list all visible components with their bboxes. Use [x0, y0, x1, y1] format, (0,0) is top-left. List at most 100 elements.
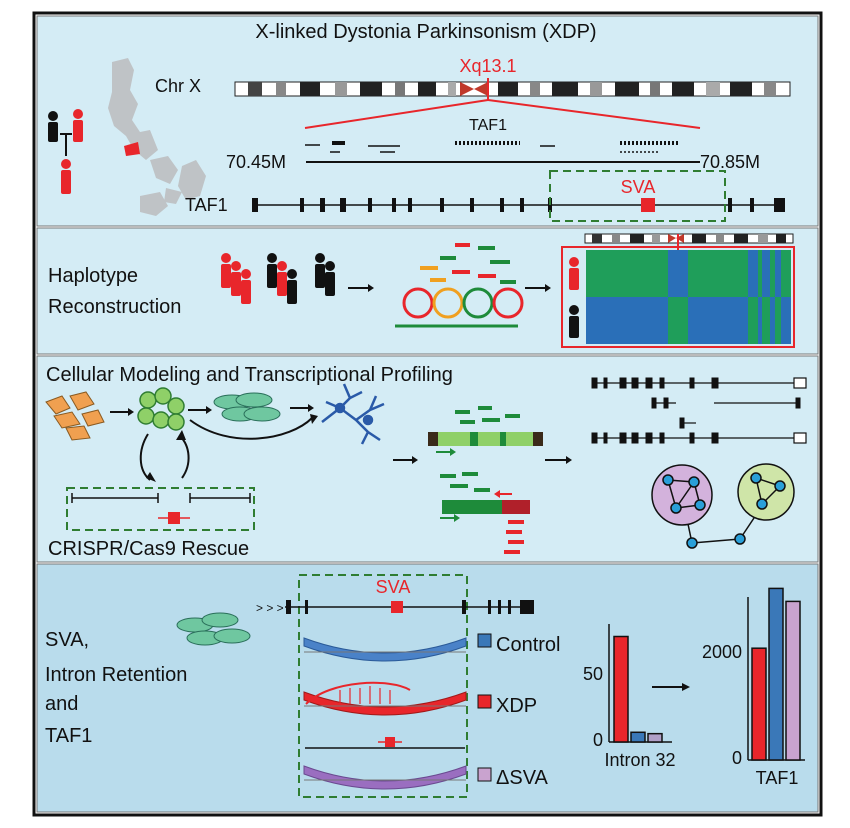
taf1-label: TAF1	[185, 195, 228, 215]
taf1-bar-sva	[785, 600, 801, 761]
map-highlight-region	[124, 142, 140, 156]
mapped-reads	[440, 472, 490, 492]
sva-label-line4: TAF1	[45, 725, 92, 747]
neuron-network-icon	[321, 383, 385, 445]
transcript-exon-mark	[500, 432, 506, 446]
zoom-line-left	[304, 99, 489, 129]
arrow-head-icon	[176, 430, 186, 440]
affected-person-icon	[569, 257, 579, 290]
coexpression-network-icon	[662, 472, 786, 549]
arrow-icon	[110, 408, 134, 416]
arrow-icon	[393, 456, 418, 464]
sva-insertion	[641, 198, 655, 212]
intron32-bar-control	[613, 635, 629, 743]
taf1-bar-control	[751, 647, 767, 761]
intron32-bar-xdp	[630, 731, 646, 743]
intron32-bar-sva	[647, 732, 663, 743]
arrow-icon	[348, 284, 374, 292]
sashimi-xdp-retention	[305, 681, 411, 705]
sva-label-line3: and	[45, 693, 78, 715]
sashimi-dsva	[303, 765, 467, 790]
intron32-x-label: Intron 32	[604, 750, 675, 770]
intron-retention-reads	[339, 686, 391, 704]
contig-orange	[432, 287, 464, 319]
retained-intron	[502, 500, 530, 514]
sashimi-control	[303, 637, 467, 662]
rescue-label: CRISPR/Cas9 Rescue	[48, 538, 249, 560]
haplotype-heatmap	[586, 250, 791, 344]
taf1-tick-0: 0	[732, 748, 742, 768]
contig-green	[462, 287, 494, 319]
sva-label-line1: SVA,	[45, 629, 89, 651]
arrow-head-icon	[494, 490, 500, 498]
coord-end: 70.85M	[700, 152, 760, 172]
rnaseq-reads	[455, 406, 520, 424]
sva-insertion-4	[391, 601, 403, 613]
chr-label: Chr X	[155, 76, 201, 96]
legend-dsva: ΔSVA	[496, 767, 549, 789]
mixed-group-icon	[267, 253, 297, 304]
network-module-purple	[651, 464, 713, 526]
sashimi-xdp	[303, 691, 467, 716]
taf1-bar-xdp	[768, 587, 784, 761]
arrow-icon	[440, 514, 460, 522]
sva-label-4: SVA	[376, 577, 411, 597]
philippines-map-icon	[108, 58, 206, 216]
npc-cells-icon	[213, 392, 281, 422]
coord-start: 70.45M	[226, 152, 286, 172]
curved-arrow	[189, 417, 313, 440]
assembly-fragments	[420, 243, 516, 284]
taf1-x-label: TAF1	[756, 768, 799, 788]
sashimi-box	[298, 574, 468, 798]
sva-region-box	[549, 170, 726, 222]
network-module-green	[737, 463, 795, 521]
fibroblast-cells-icon	[45, 391, 105, 441]
panel-sva	[36, 563, 819, 813]
taf1-tick-2000: 2000	[702, 642, 742, 662]
haplotype-title-line2: Reconstruction	[48, 296, 181, 318]
arrow-head-icon	[310, 414, 318, 424]
transcript-exon-mark	[470, 432, 478, 446]
taf1-chart: 2000 0 TAF1	[702, 587, 805, 788]
intron32-tick-50: 50	[583, 664, 603, 684]
arrow-icon	[436, 448, 456, 456]
gene-model-4: > > >	[256, 600, 534, 615]
haplotype-title-line1: Haplotype	[48, 265, 138, 287]
sva-label: SVA	[621, 177, 656, 197]
contig-red-2	[492, 287, 524, 319]
arrow-head-icon	[146, 472, 156, 482]
spliced-transcript	[442, 500, 502, 514]
gene-tracks	[305, 141, 680, 153]
intron32-bars	[613, 635, 663, 743]
arrow-icon	[545, 456, 572, 464]
intron-reads	[504, 520, 524, 554]
isoform-tracks	[591, 377, 807, 444]
gene-label: TAF1	[469, 117, 507, 134]
rescue-box	[66, 487, 255, 531]
arrow-icon	[652, 683, 690, 691]
transcript-bar	[428, 432, 543, 446]
intron32-tick-0: 0	[593, 730, 603, 750]
npc-cells-icon	[176, 612, 251, 646]
affected-group-icon	[221, 253, 251, 304]
sva-deleted	[385, 737, 395, 747]
heatmap-frame	[561, 246, 795, 348]
arrow-icon	[188, 406, 212, 414]
pedigree-icon	[48, 109, 83, 194]
control-person-icon	[569, 305, 579, 338]
zoom-line-right	[487, 99, 701, 129]
transcript-end-right	[533, 432, 543, 446]
rescue-gene-model	[71, 493, 251, 519]
contig-red-1	[402, 287, 434, 319]
cellular-title: Cellular Modeling and Transcriptional Pr…	[46, 364, 453, 386]
svg-text:> > >: > > >	[256, 601, 284, 615]
legend-swatch-dsva	[477, 767, 492, 782]
control-group-icon	[315, 253, 335, 296]
mini-chromosome	[584, 233, 794, 250]
ipsc-colony-icon	[137, 387, 185, 431]
intron32-chart: 50 0 Intron 32	[583, 624, 676, 770]
panel-cellular	[36, 355, 819, 563]
transcript-end-left	[428, 432, 438, 446]
